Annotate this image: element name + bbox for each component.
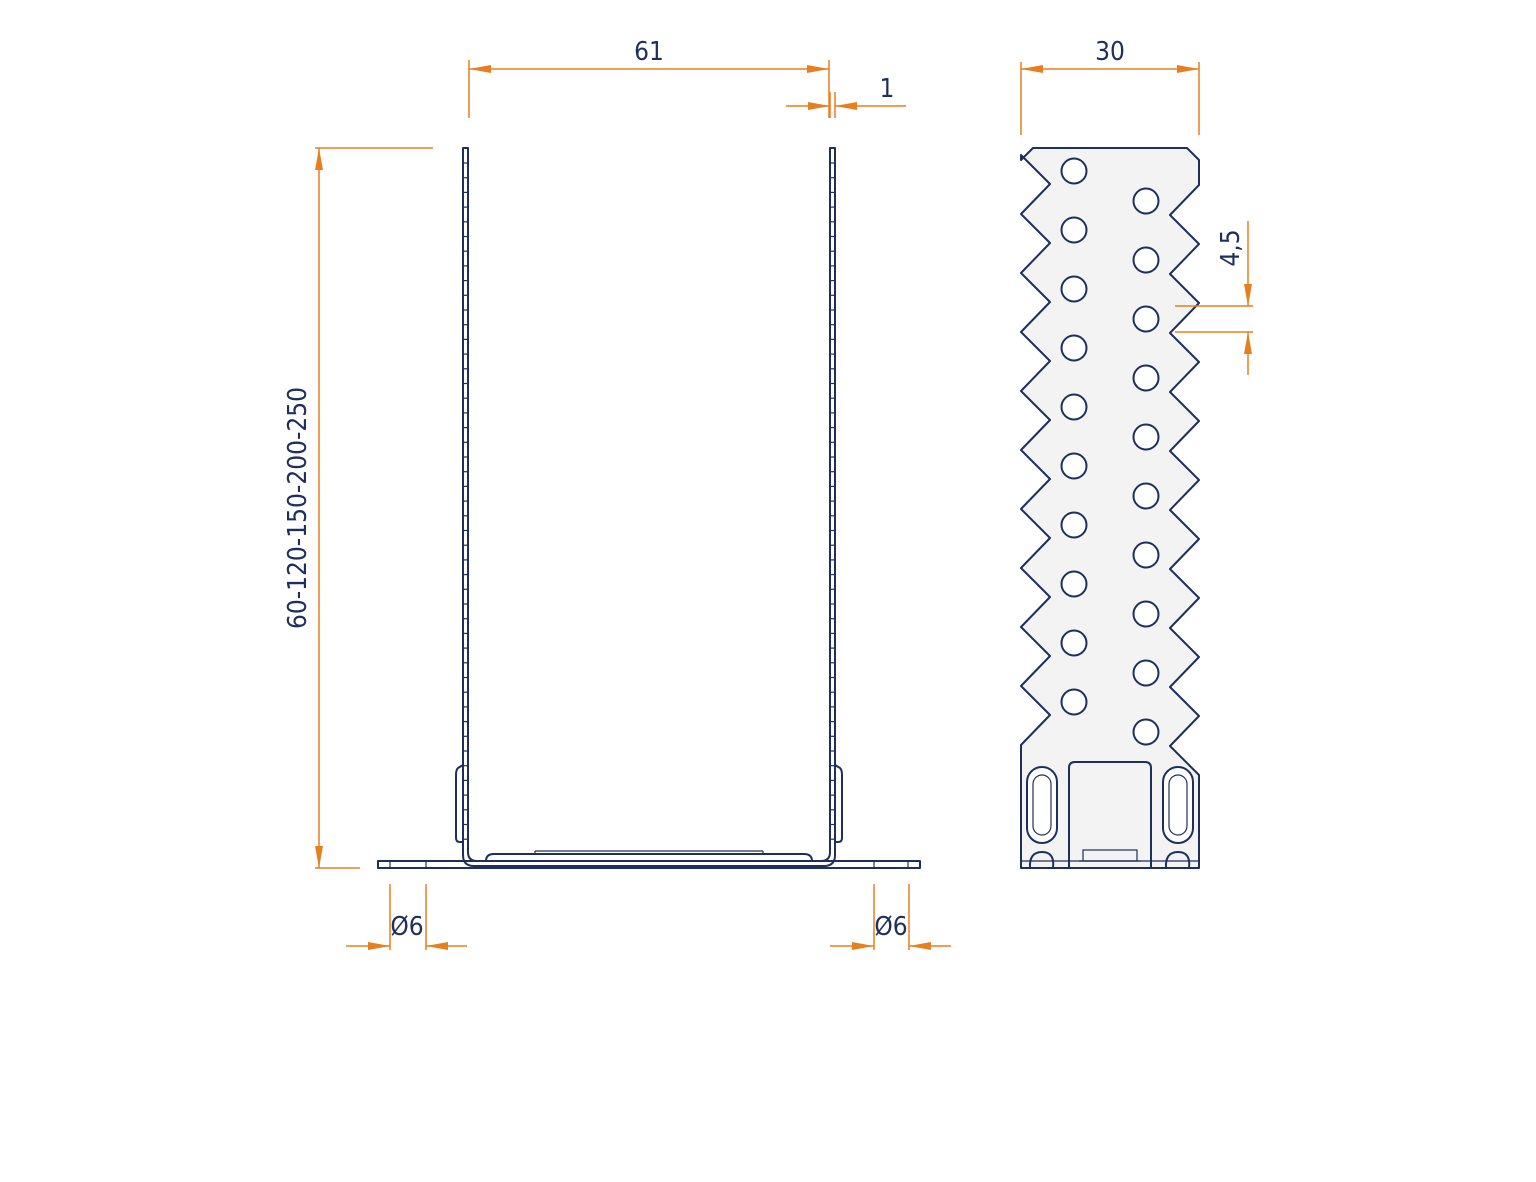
nail-hole [1060,157,1088,185]
nail-hole [1132,659,1160,687]
nail-hole [1132,718,1160,746]
inner-base-insert [485,850,813,862]
nail-hole [1132,423,1160,451]
nail-hole [1060,216,1088,244]
front-view [377,147,921,869]
dimension-label-hole-right: Ø6 [874,912,907,942]
dimension-label-4-5: 4,5 [1216,229,1246,266]
nail-hole [1132,364,1160,392]
left-slotted-hole [1026,766,1058,869]
nail-hole [1060,629,1088,657]
nail-hole [1060,511,1088,539]
serrated-side-plate [1020,147,1200,869]
nail-hole [1132,541,1160,569]
left-wall-teeth [463,162,468,840]
right-side-tab [834,764,843,843]
left-side-tab [455,764,464,843]
dimension-hole-right: Ø6 [830,884,951,950]
dimension-label-hole-left: Ø6 [390,912,423,942]
nail-hole [1060,570,1088,598]
nail-hole [1060,275,1088,303]
nail-hole [1132,246,1160,274]
dimension-label-1: 1 [880,74,895,104]
dimension-hole-left: Ø6 [346,884,467,950]
nail-hole [1060,393,1088,421]
nail-hole [1060,452,1088,480]
nail-holes [1060,157,1160,746]
nail-hole [1060,334,1088,362]
dimension-width-61: 61 [468,37,830,118]
dimension-label-30: 30 [1095,37,1125,67]
dimension-label-61: 61 [634,37,664,67]
nail-hole [1132,482,1160,510]
dimension-height: 60-120-150-200-250 [283,147,433,869]
u-channel-profile [462,147,836,867]
nail-hole [1060,688,1088,716]
right-wall-teeth [830,162,835,840]
dimension-width-30: 30 [1020,37,1200,135]
nail-hole [1132,305,1160,333]
dimension-thickness-1: 1 [786,74,906,118]
nail-hole [1132,600,1160,628]
side-view [1020,147,1200,869]
nail-hole [1132,187,1160,215]
dimension-tooth-4-5: 4,5 [1175,221,1253,375]
dimension-label-height: 60-120-150-200-250 [283,387,313,629]
right-slotted-hole [1162,766,1194,869]
